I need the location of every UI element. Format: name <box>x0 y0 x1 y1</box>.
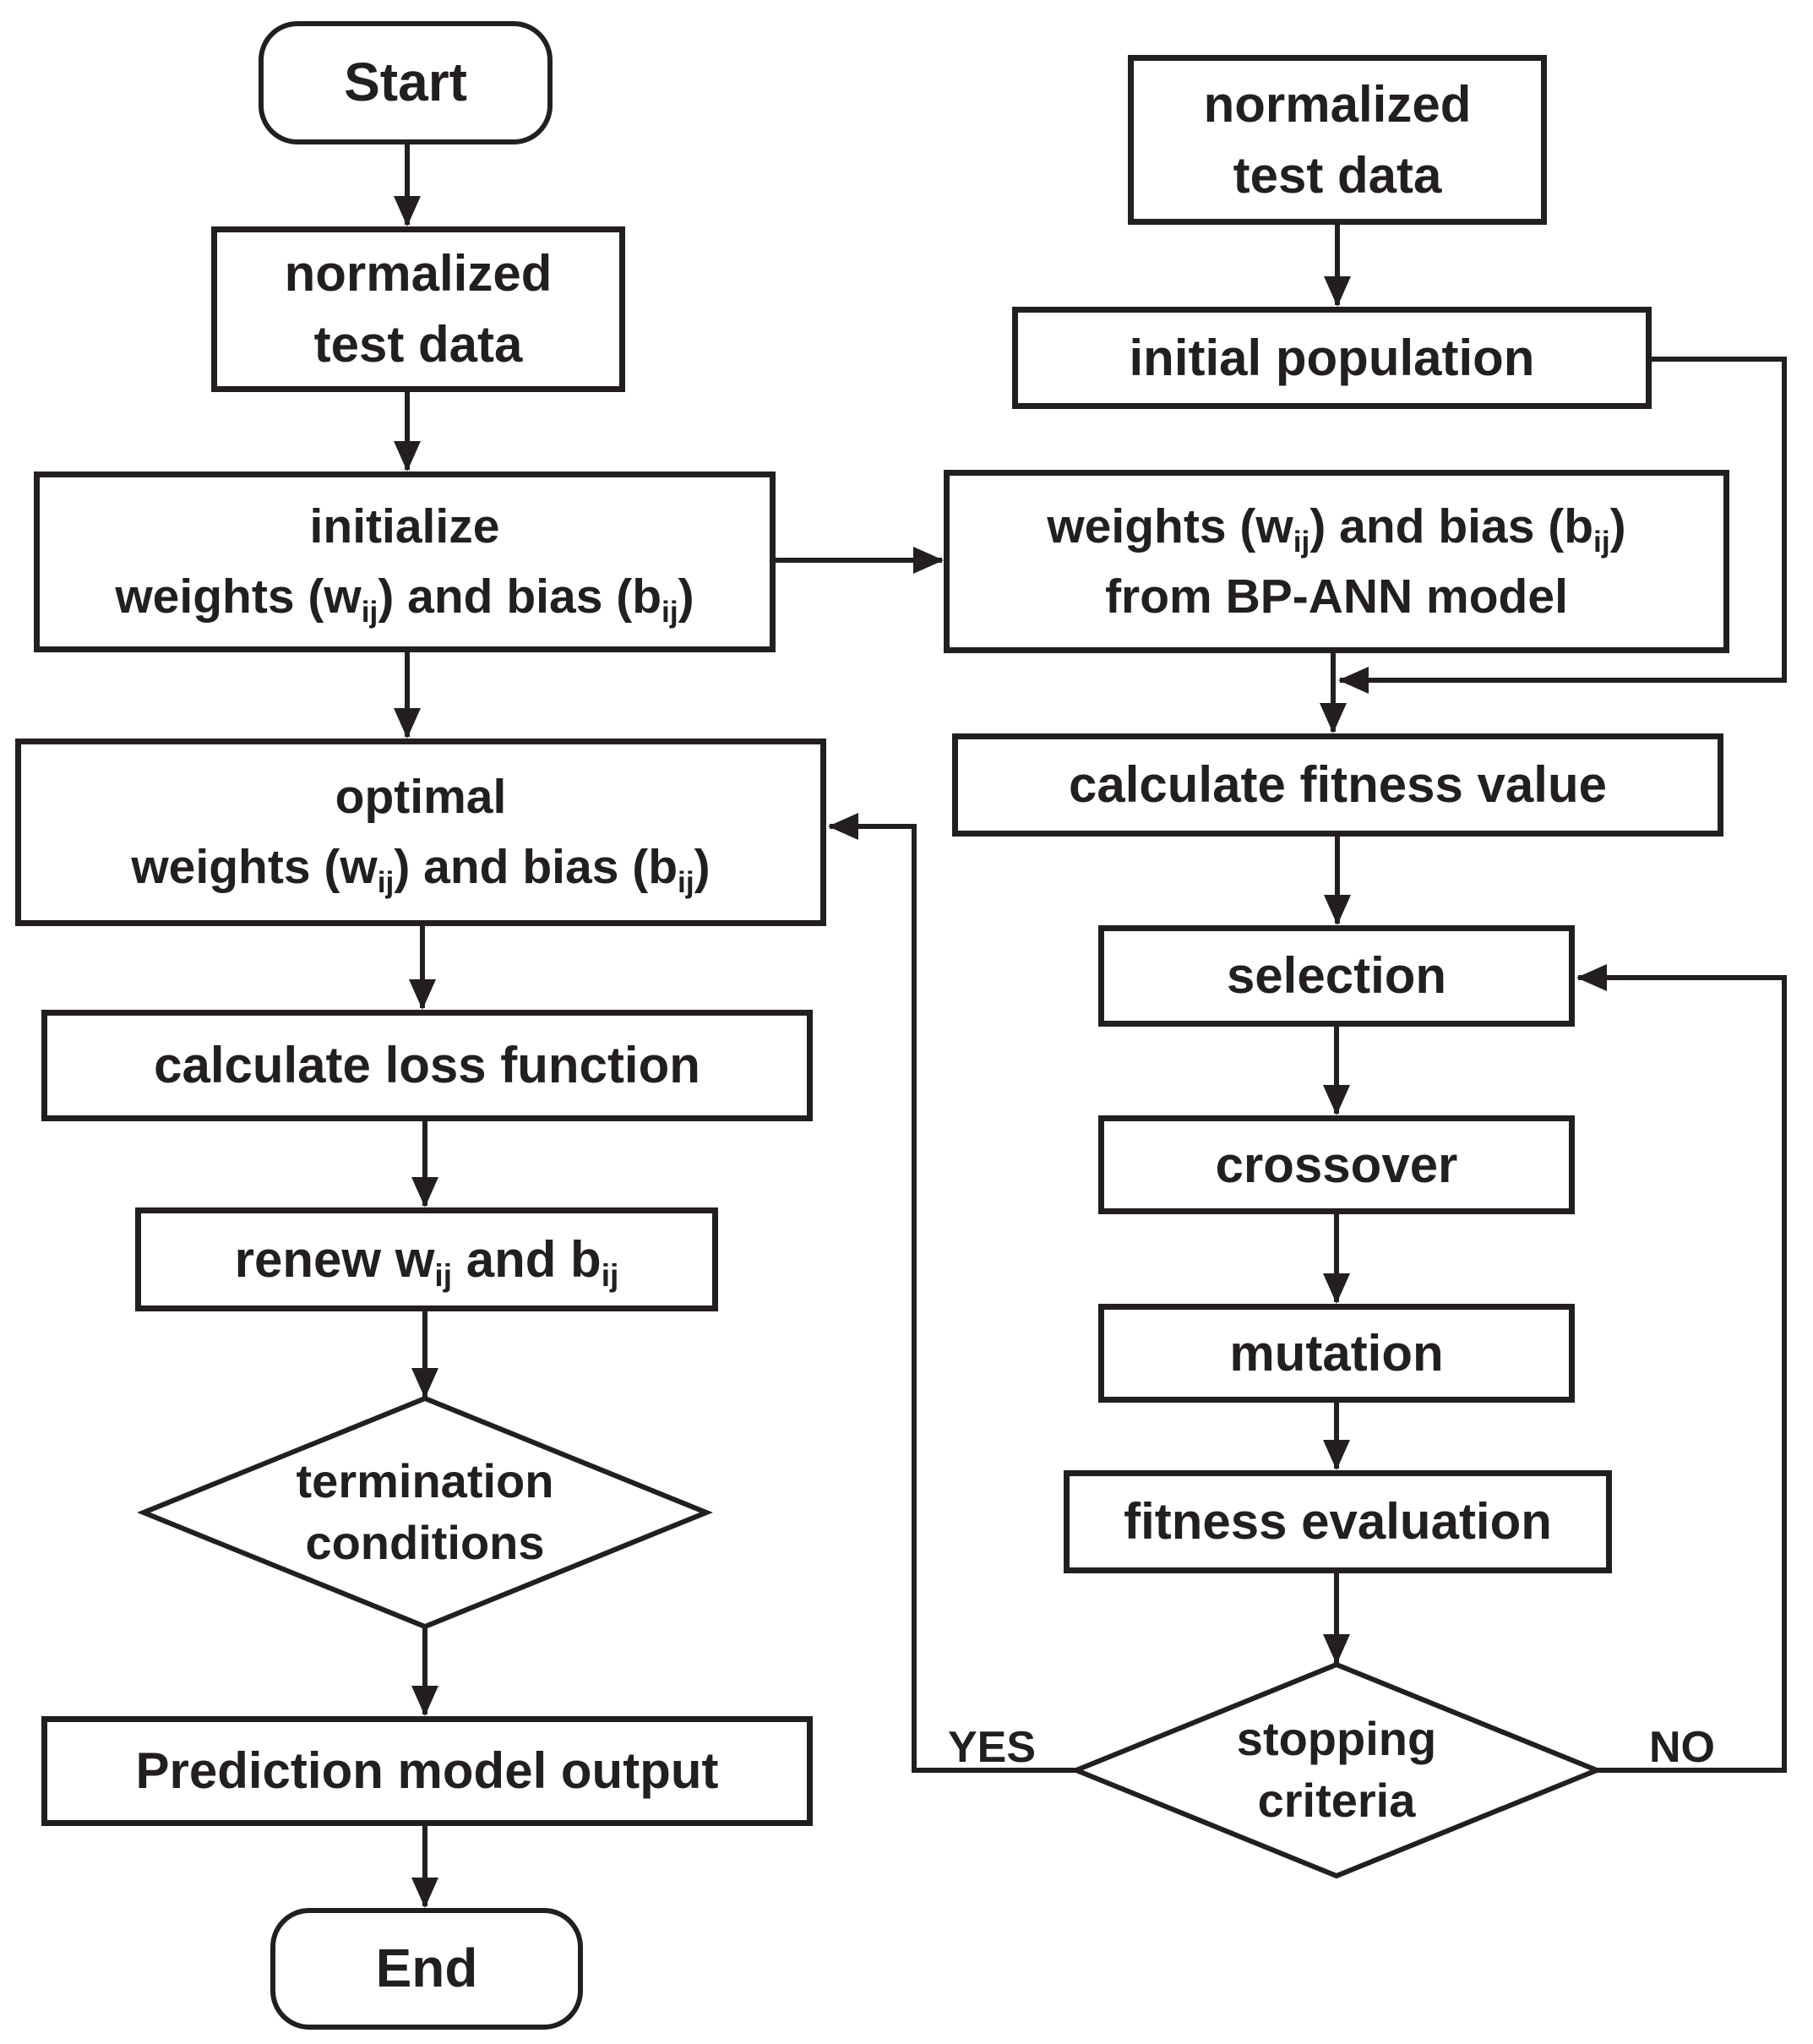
node-calculate-loss-function-label: calculate loss function <box>154 1037 700 1093</box>
node-calculate-fitness-value-label: calculate fitness value <box>1069 756 1607 813</box>
node-fitness-evaluation-label: fitness evaluation <box>1124 1493 1552 1550</box>
termination-conditions-diamond <box>137 1395 713 1630</box>
node-calculate-fitness-value: calculate fitness value <box>952 733 1723 837</box>
node-calculate-loss-function: calculate loss function <box>41 1010 813 1121</box>
node-end: End <box>270 1908 583 2030</box>
node-renew-weights-bias-label: renew wij and bij <box>234 1230 619 1294</box>
node-start: Start <box>259 21 553 144</box>
node-crossover-label: crossover <box>1215 1136 1458 1193</box>
node-crossover: crossover <box>1098 1115 1575 1214</box>
edge-initial-population-loop-to-merge <box>1338 357 1787 694</box>
node-initial-population-label: initial population <box>1129 329 1535 386</box>
node-start-label: Start <box>344 52 467 113</box>
node-renew-weights-bias: renew wij and bij <box>135 1207 718 1311</box>
node-initial-population: initial population <box>1012 307 1652 409</box>
branch-label-yes: YES <box>948 1723 1037 1772</box>
edge-stopping-criteria-yes-to-optimal <box>828 813 1076 1773</box>
edge-stopping-criteria-no-loop-to-selection <box>1576 964 1787 1773</box>
node-mutation-label: mutation <box>1229 1324 1444 1382</box>
node-end-label: End <box>375 1938 478 1999</box>
node-selection-label: selection <box>1226 947 1447 1004</box>
node-prediction-model-output-label: Prediction model output <box>135 1742 719 1799</box>
node-prediction-model-output: Prediction model output <box>41 1716 813 1826</box>
node-mutation: mutation <box>1098 1304 1575 1403</box>
stopping-criteria-diamond <box>1070 1661 1603 1879</box>
node-weights-bias-from-bp-ann: weights (wij) and bias (bij)from BP-ANN … <box>944 470 1729 653</box>
branch-label-no: NO <box>1649 1723 1715 1772</box>
node-selection: selection <box>1098 925 1575 1027</box>
node-fitness-evaluation: fitness evaluation <box>1064 1470 1612 1573</box>
node-weights-bias-from-bp-ann-label: weights (wij) and bias (bij)from BP-ANN … <box>1047 499 1626 624</box>
